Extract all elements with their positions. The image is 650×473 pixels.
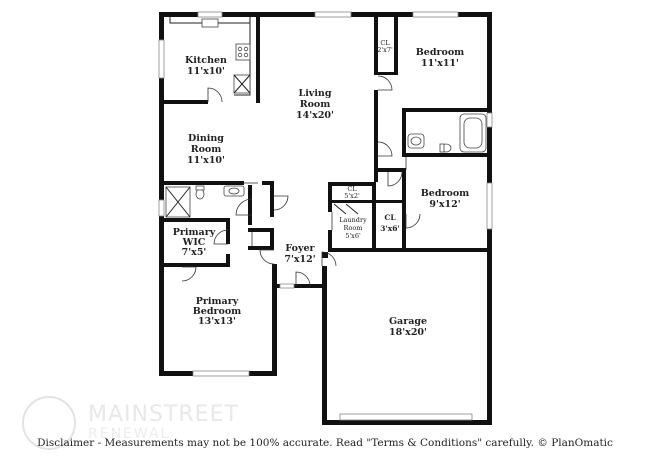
dining-size: 11'x10' xyxy=(187,155,225,166)
kitchen-size: 11'x10' xyxy=(187,66,225,77)
living-name-2: Room xyxy=(300,99,331,110)
living-size: 14'x20' xyxy=(296,110,334,121)
closet3-name: CL xyxy=(384,213,396,222)
dining-name-2: Room xyxy=(191,144,222,155)
interior-walls xyxy=(164,17,492,288)
bedroom1-size: 11'x11' xyxy=(421,58,459,69)
closet1-name: CL xyxy=(380,39,390,47)
laundry-size: 5'x6' xyxy=(345,232,361,240)
closet2-size: 5'x2' xyxy=(344,192,360,200)
watermark-sub: RENEWAL xyxy=(88,426,171,442)
windows xyxy=(158,11,493,421)
doors xyxy=(181,75,421,287)
watermark-name: MAINSTREET xyxy=(88,402,239,427)
garage-size: 18'x20' xyxy=(389,327,427,338)
bedroom1-name: Bedroom xyxy=(416,47,464,58)
primary-bedroom-name-2: Bedroom xyxy=(193,306,241,317)
room-labels: Kitchen 11'x10' Living Room 14'x20' Dini… xyxy=(173,39,469,338)
bedroom2-size: 9'x12' xyxy=(429,199,460,210)
disclaimer-text: Disclaimer - Measurements may not be 100… xyxy=(37,437,613,449)
closet3-size: 3'x6' xyxy=(380,224,400,233)
watermark-circle-icon xyxy=(22,396,76,450)
laundry-name-2: Room xyxy=(344,224,363,232)
garage-name: Garage xyxy=(389,316,427,327)
primary-wic-size: 7'x5' xyxy=(182,247,207,258)
primary-wic-name-1: Primary xyxy=(173,227,216,238)
laundry-name-1: Laundry xyxy=(339,216,367,224)
foyer-size: 7'x12' xyxy=(284,254,315,265)
primary-wic-name-2: WIC xyxy=(182,237,206,248)
kitchen-name: Kitchen xyxy=(185,55,227,66)
fixtures xyxy=(165,17,487,218)
closet1-size: 2'x7' xyxy=(377,46,393,54)
foyer-name: Foyer xyxy=(285,243,315,254)
living-name-1: Living xyxy=(299,88,332,99)
primary-bedroom-size: 13'x13' xyxy=(198,316,236,327)
dining-name-1: Dining xyxy=(188,133,224,144)
bedroom2-name: Bedroom xyxy=(421,188,469,199)
watermark-logo: MAINSTREET RENEWAL xyxy=(22,396,252,450)
closet2-name: CL xyxy=(347,185,357,193)
primary-bedroom-name-1: Primary xyxy=(196,296,239,307)
